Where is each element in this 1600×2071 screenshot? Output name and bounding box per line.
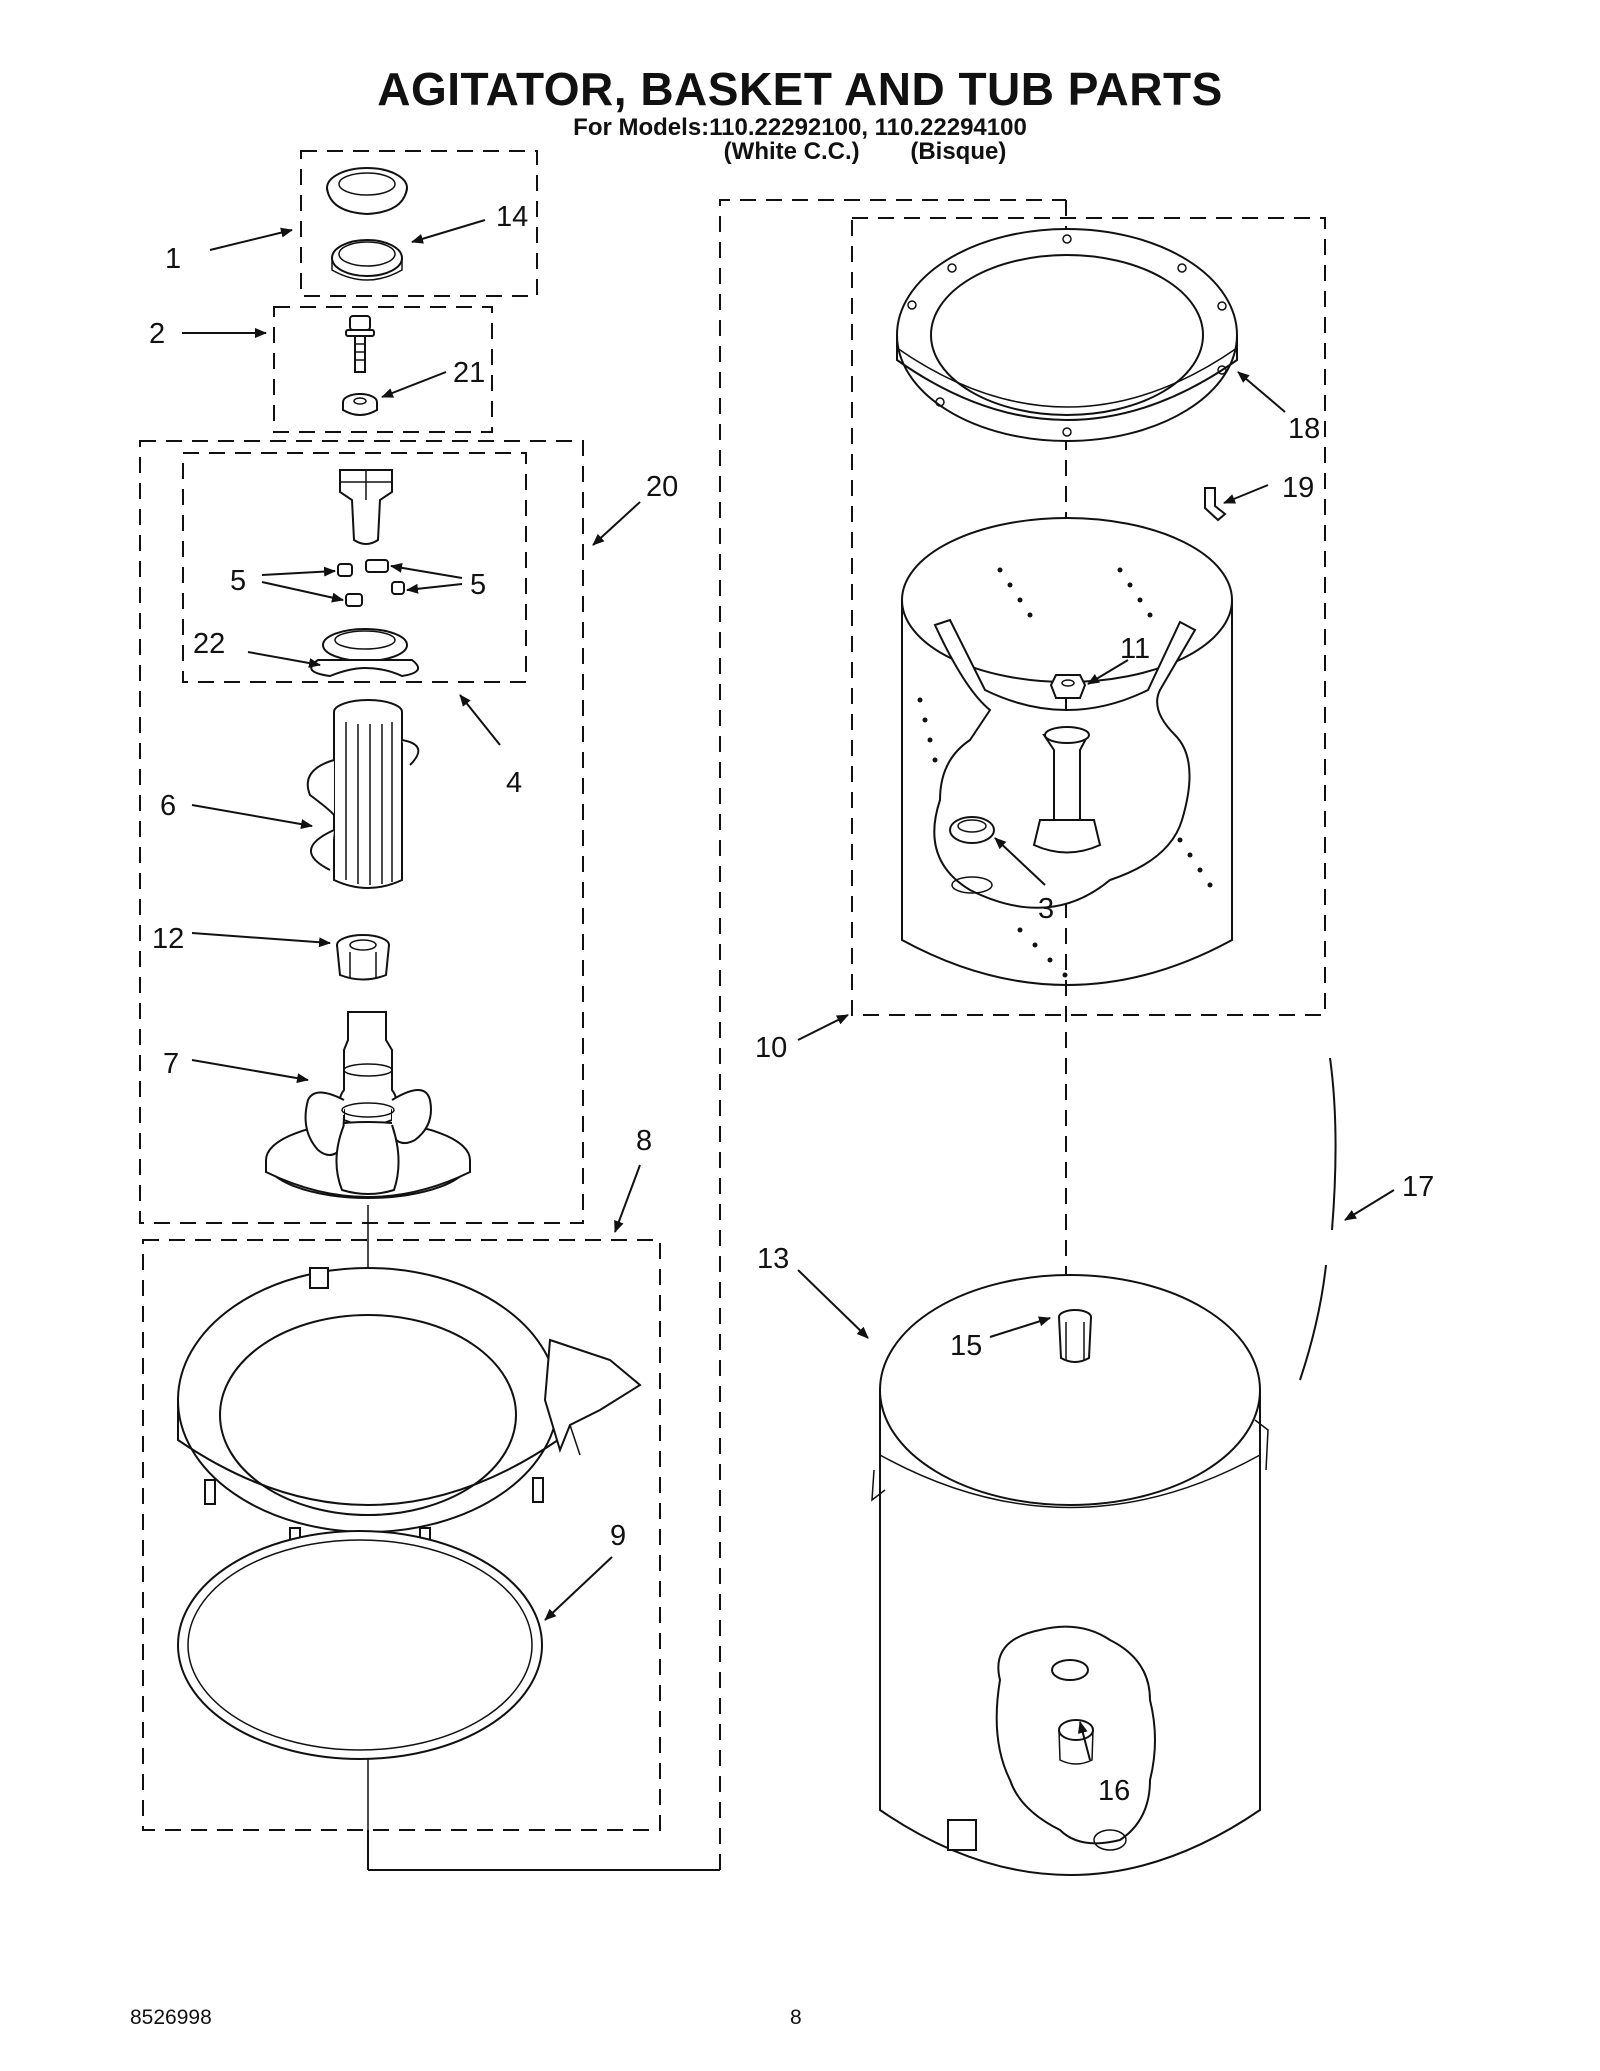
page-number: 8 bbox=[790, 2006, 802, 2029]
callout-17: 17 bbox=[1402, 1171, 1434, 1203]
leader-arrow-3 bbox=[994, 837, 1046, 886]
leader-arrow-11 bbox=[1087, 659, 1129, 685]
leader-arrow-14 bbox=[411, 219, 486, 244]
callout-8: 8 bbox=[636, 1125, 652, 1157]
callout-6: 6 bbox=[160, 790, 176, 822]
callout-15: 15 bbox=[950, 1330, 982, 1362]
leader-arrow-16 bbox=[1077, 1721, 1091, 1761]
leader-arrow-1 bbox=[209, 227, 293, 251]
callout-10: 10 bbox=[755, 1032, 787, 1064]
color-bisque-label: (Bisque) bbox=[910, 138, 1007, 165]
document-number: 8526998 bbox=[130, 2006, 212, 2029]
callout-20: 20 bbox=[646, 471, 678, 503]
leader-arrow-4 bbox=[459, 694, 501, 746]
spin-basket bbox=[901, 517, 1233, 986]
callout-2: 2 bbox=[149, 318, 165, 350]
callout-11: 11 bbox=[1120, 633, 1150, 665]
callout-21: 21 bbox=[453, 357, 485, 389]
callout-13: 13 bbox=[757, 1243, 789, 1275]
tub-ring bbox=[177, 1267, 642, 1551]
callout-5-right: 5 bbox=[470, 569, 486, 601]
agitator-cap bbox=[326, 167, 408, 216]
callout-16: 16 bbox=[1098, 1775, 1130, 1807]
callout-18: 18 bbox=[1288, 413, 1320, 445]
leader-arrow-17 bbox=[1344, 1189, 1395, 1221]
leader-arrow-5b-bottom bbox=[406, 583, 463, 594]
callout-1: 1 bbox=[165, 243, 181, 275]
group-box-2 bbox=[273, 306, 493, 433]
callout-14: 14 bbox=[496, 201, 528, 233]
agitator-bearing bbox=[336, 934, 390, 981]
leader-arrow-5b-top bbox=[390, 562, 463, 579]
leader-arrow-12 bbox=[191, 932, 331, 948]
drain-hose bbox=[1299, 1057, 1337, 1381]
outer-tub bbox=[871, 1274, 1269, 1876]
callout-5-left: 5 bbox=[230, 565, 246, 597]
leader-arrow-5a-bottom bbox=[261, 581, 344, 603]
group-box-10 bbox=[851, 217, 1326, 1016]
leader-arrow-9 bbox=[544, 1556, 613, 1621]
models-line: For Models:110.22292100, 110.22294100 bbox=[573, 114, 1027, 141]
agitator-auger bbox=[306, 699, 420, 889]
group-box-1 bbox=[300, 150, 538, 297]
callout-22: 22 bbox=[193, 628, 225, 660]
leader-arrow-15 bbox=[989, 1316, 1051, 1338]
agitator-bolt bbox=[345, 315, 375, 373]
group-box-8 bbox=[142, 1239, 661, 1831]
cap-seal-ring bbox=[331, 239, 403, 281]
color-white-label: (White C.C.) bbox=[723, 138, 860, 165]
color-line: (White C.C.) (Bisque) bbox=[0, 140, 1600, 164]
tub-seal-ring bbox=[177, 1530, 543, 1760]
connector-line-main bbox=[719, 199, 1066, 1870]
callout-7: 7 bbox=[163, 1048, 179, 1080]
agitator-cam bbox=[339, 469, 393, 545]
leader-arrow-18 bbox=[1237, 371, 1286, 413]
balance-ring bbox=[896, 228, 1238, 442]
callout-4: 4 bbox=[506, 767, 522, 799]
leader-arrow-13 bbox=[797, 1269, 869, 1339]
leader-arrow-5a-top bbox=[261, 566, 336, 577]
group-box-20 bbox=[139, 440, 584, 1224]
callout-19: 19 bbox=[1282, 472, 1314, 504]
tub-fitting bbox=[1058, 1309, 1092, 1363]
callout-3: 3 bbox=[1038, 893, 1054, 925]
agitator-dogs bbox=[337, 559, 405, 607]
agitator-base bbox=[265, 1011, 471, 1199]
bolt-washer bbox=[342, 393, 378, 416]
leader-arrow-22 bbox=[247, 651, 321, 668]
leader-arrow-10 bbox=[797, 1014, 849, 1041]
page-title: AGITATOR, BASKET AND TUB PARTS bbox=[377, 63, 1223, 115]
cam-retainer bbox=[310, 628, 420, 678]
callout-9: 9 bbox=[610, 1520, 626, 1552]
leader-arrow-21 bbox=[381, 371, 447, 398]
leader-arrow-20 bbox=[592, 501, 641, 546]
basket-nut bbox=[1049, 674, 1087, 699]
callout-12: 12 bbox=[152, 923, 184, 955]
group-box-4 bbox=[182, 452, 527, 683]
leader-arrow-7 bbox=[191, 1059, 309, 1084]
leader-arrow-8 bbox=[614, 1164, 641, 1233]
basket-clip bbox=[1204, 487, 1227, 522]
leader-arrow-6 bbox=[191, 804, 313, 830]
leader-arrow-19 bbox=[1223, 484, 1269, 504]
